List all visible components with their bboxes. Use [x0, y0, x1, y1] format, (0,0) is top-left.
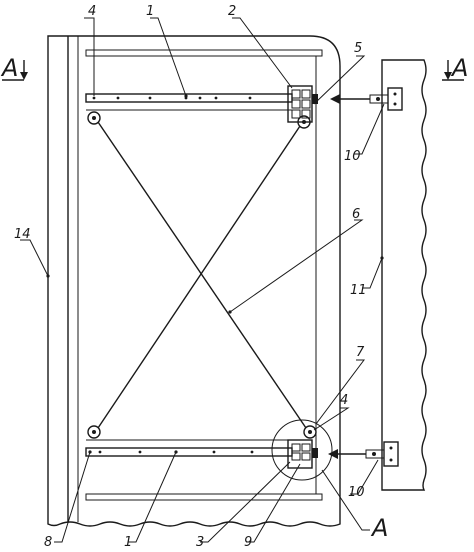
lower-rail — [85, 447, 293, 457]
roller-bottom-left — [87, 425, 101, 439]
arrow-bottom — [328, 449, 366, 459]
section-label-left: A — [0, 54, 18, 82]
wall-bracket-top — [369, 87, 403, 111]
label-8: 8 — [44, 535, 52, 550]
label-4-bottom: 4 — [340, 393, 348, 408]
section-label-right: A — [450, 54, 468, 82]
label-1-top: 1 — [146, 4, 154, 19]
roller-bottom-right — [303, 425, 317, 439]
lower-rail-holes — [88, 450, 254, 454]
label-9: 9 — [244, 535, 252, 550]
cable-diagonal-2 — [97, 125, 301, 429]
label-10-bottom: 10 — [348, 485, 365, 500]
leader-dots — [46, 94, 384, 454]
label-5: 5 — [354, 41, 362, 56]
roller-top-left — [87, 111, 101, 125]
top-strip — [85, 49, 323, 57]
label-10-top: 10 — [344, 149, 361, 164]
arrow-top — [330, 94, 370, 104]
section-marker-left — [2, 60, 28, 81]
wall-outline — [381, 59, 427, 491]
leader-lines — [20, 17, 385, 543]
wall-bracket-bottom — [365, 441, 399, 467]
section-marker-right — [442, 60, 464, 81]
door-panel-outline — [47, 35, 341, 527]
upper-carriage — [287, 85, 318, 123]
label-14: 14 — [14, 227, 31, 242]
upper-rail-holes — [92, 96, 252, 100]
detail-label-a: A — [370, 514, 388, 542]
bottom-strip — [85, 493, 323, 501]
detail-circle-a — [271, 419, 333, 481]
label-11: 11 — [350, 283, 367, 298]
label-7: 7 — [356, 345, 365, 360]
lower-carriage — [287, 439, 318, 469]
label-4-top: 4 — [88, 4, 96, 19]
label-2: 2 — [228, 4, 236, 19]
label-3: 3 — [196, 535, 204, 550]
label-1-bottom: 1 — [124, 535, 132, 550]
label-6: 6 — [352, 207, 360, 222]
cable-diagonal-1 — [97, 121, 307, 429]
